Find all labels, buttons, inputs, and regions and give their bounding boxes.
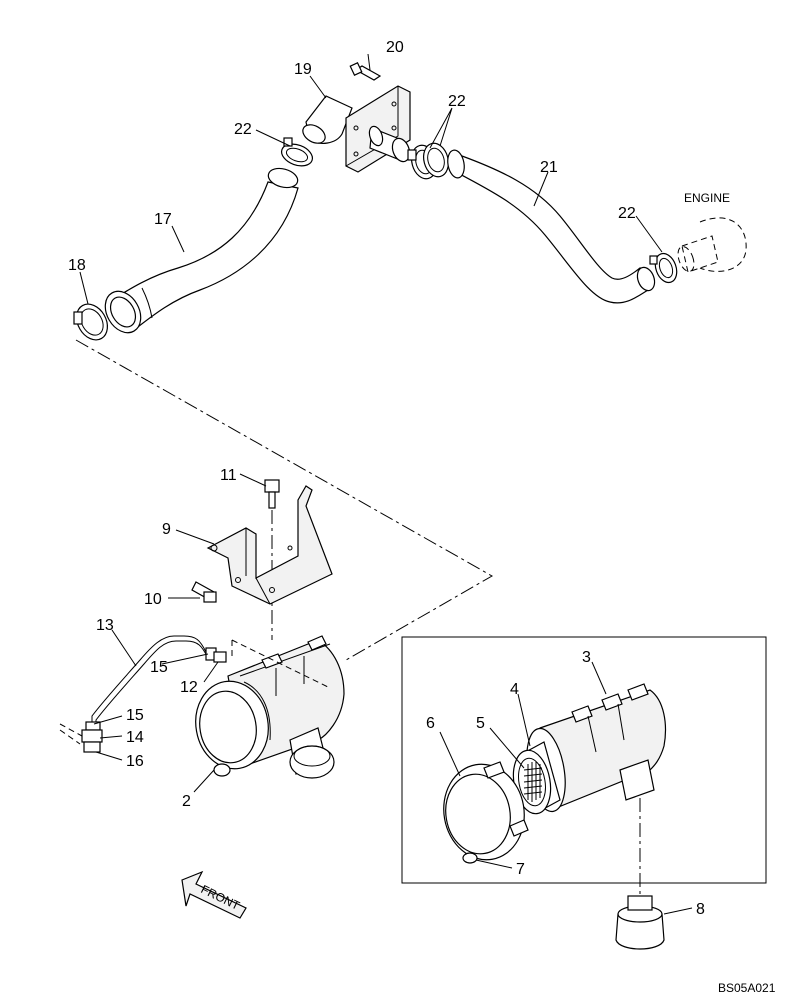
drawing-code: BS05A021 <box>718 981 776 995</box>
callout-18: 18 <box>68 257 86 274</box>
detail-inset-box <box>401 636 767 884</box>
leader-lines <box>79 53 693 915</box>
callout-10: 10 <box>144 591 162 608</box>
callout-9: 9 <box>162 521 171 538</box>
cover-6 <box>443 761 529 864</box>
fitting-15-12 <box>205 647 227 663</box>
bolt-20 <box>349 61 382 81</box>
center-line-upper <box>75 339 494 661</box>
bolt-10 <box>191 581 217 603</box>
callout-19: 19 <box>294 61 312 78</box>
elbow-19 <box>302 95 353 144</box>
engine-label: ENGINE <box>684 191 730 205</box>
hose-21 <box>447 149 656 304</box>
valve-8 <box>615 895 665 950</box>
callout-4: 4 <box>510 681 519 698</box>
callout-2: 2 <box>182 793 191 810</box>
pipe-13 <box>91 635 209 724</box>
mounting-plate <box>345 85 411 173</box>
callout-8: 8 <box>696 901 705 918</box>
callout-13: 13 <box>96 617 114 634</box>
clamp-22-upper-left <box>280 137 314 167</box>
callout-7: 7 <box>516 861 525 878</box>
front-arrow-icon: FRONT <box>181 870 247 919</box>
air-filter-2 <box>195 635 345 779</box>
callout-11: 11 <box>220 467 237 484</box>
callout-15-upper: 15 <box>150 659 168 676</box>
callout-20: 20 <box>386 39 404 56</box>
sensor-14-16 <box>59 721 103 753</box>
callout-6: 6 <box>426 715 435 732</box>
clamps-22-double <box>407 142 449 180</box>
callout-16: 16 <box>126 753 144 770</box>
callout-15-lower: 15 <box>126 707 144 724</box>
callout-3: 3 <box>582 649 591 666</box>
callout-22-upper-left: 22 <box>234 121 252 138</box>
callout-5: 5 <box>476 715 485 732</box>
clamp-18 <box>73 303 109 341</box>
bracket-9 <box>206 485 333 605</box>
bolt-11 <box>264 479 280 640</box>
callout-21: 21 <box>540 159 558 176</box>
element-grid <box>523 762 543 802</box>
callout-22-right: 22 <box>618 205 636 222</box>
callout-12: 12 <box>180 679 198 696</box>
engine-port <box>677 217 747 273</box>
callouts: 20 19 22 22 21 22 17 18 11 9 10 13 15 12… <box>68 39 705 918</box>
callout-17: 17 <box>154 211 172 228</box>
callout-22-double: 22 <box>448 93 466 110</box>
clamp-22-right <box>649 252 678 284</box>
callout-14: 14 <box>126 729 144 746</box>
hose-17 <box>104 167 299 334</box>
